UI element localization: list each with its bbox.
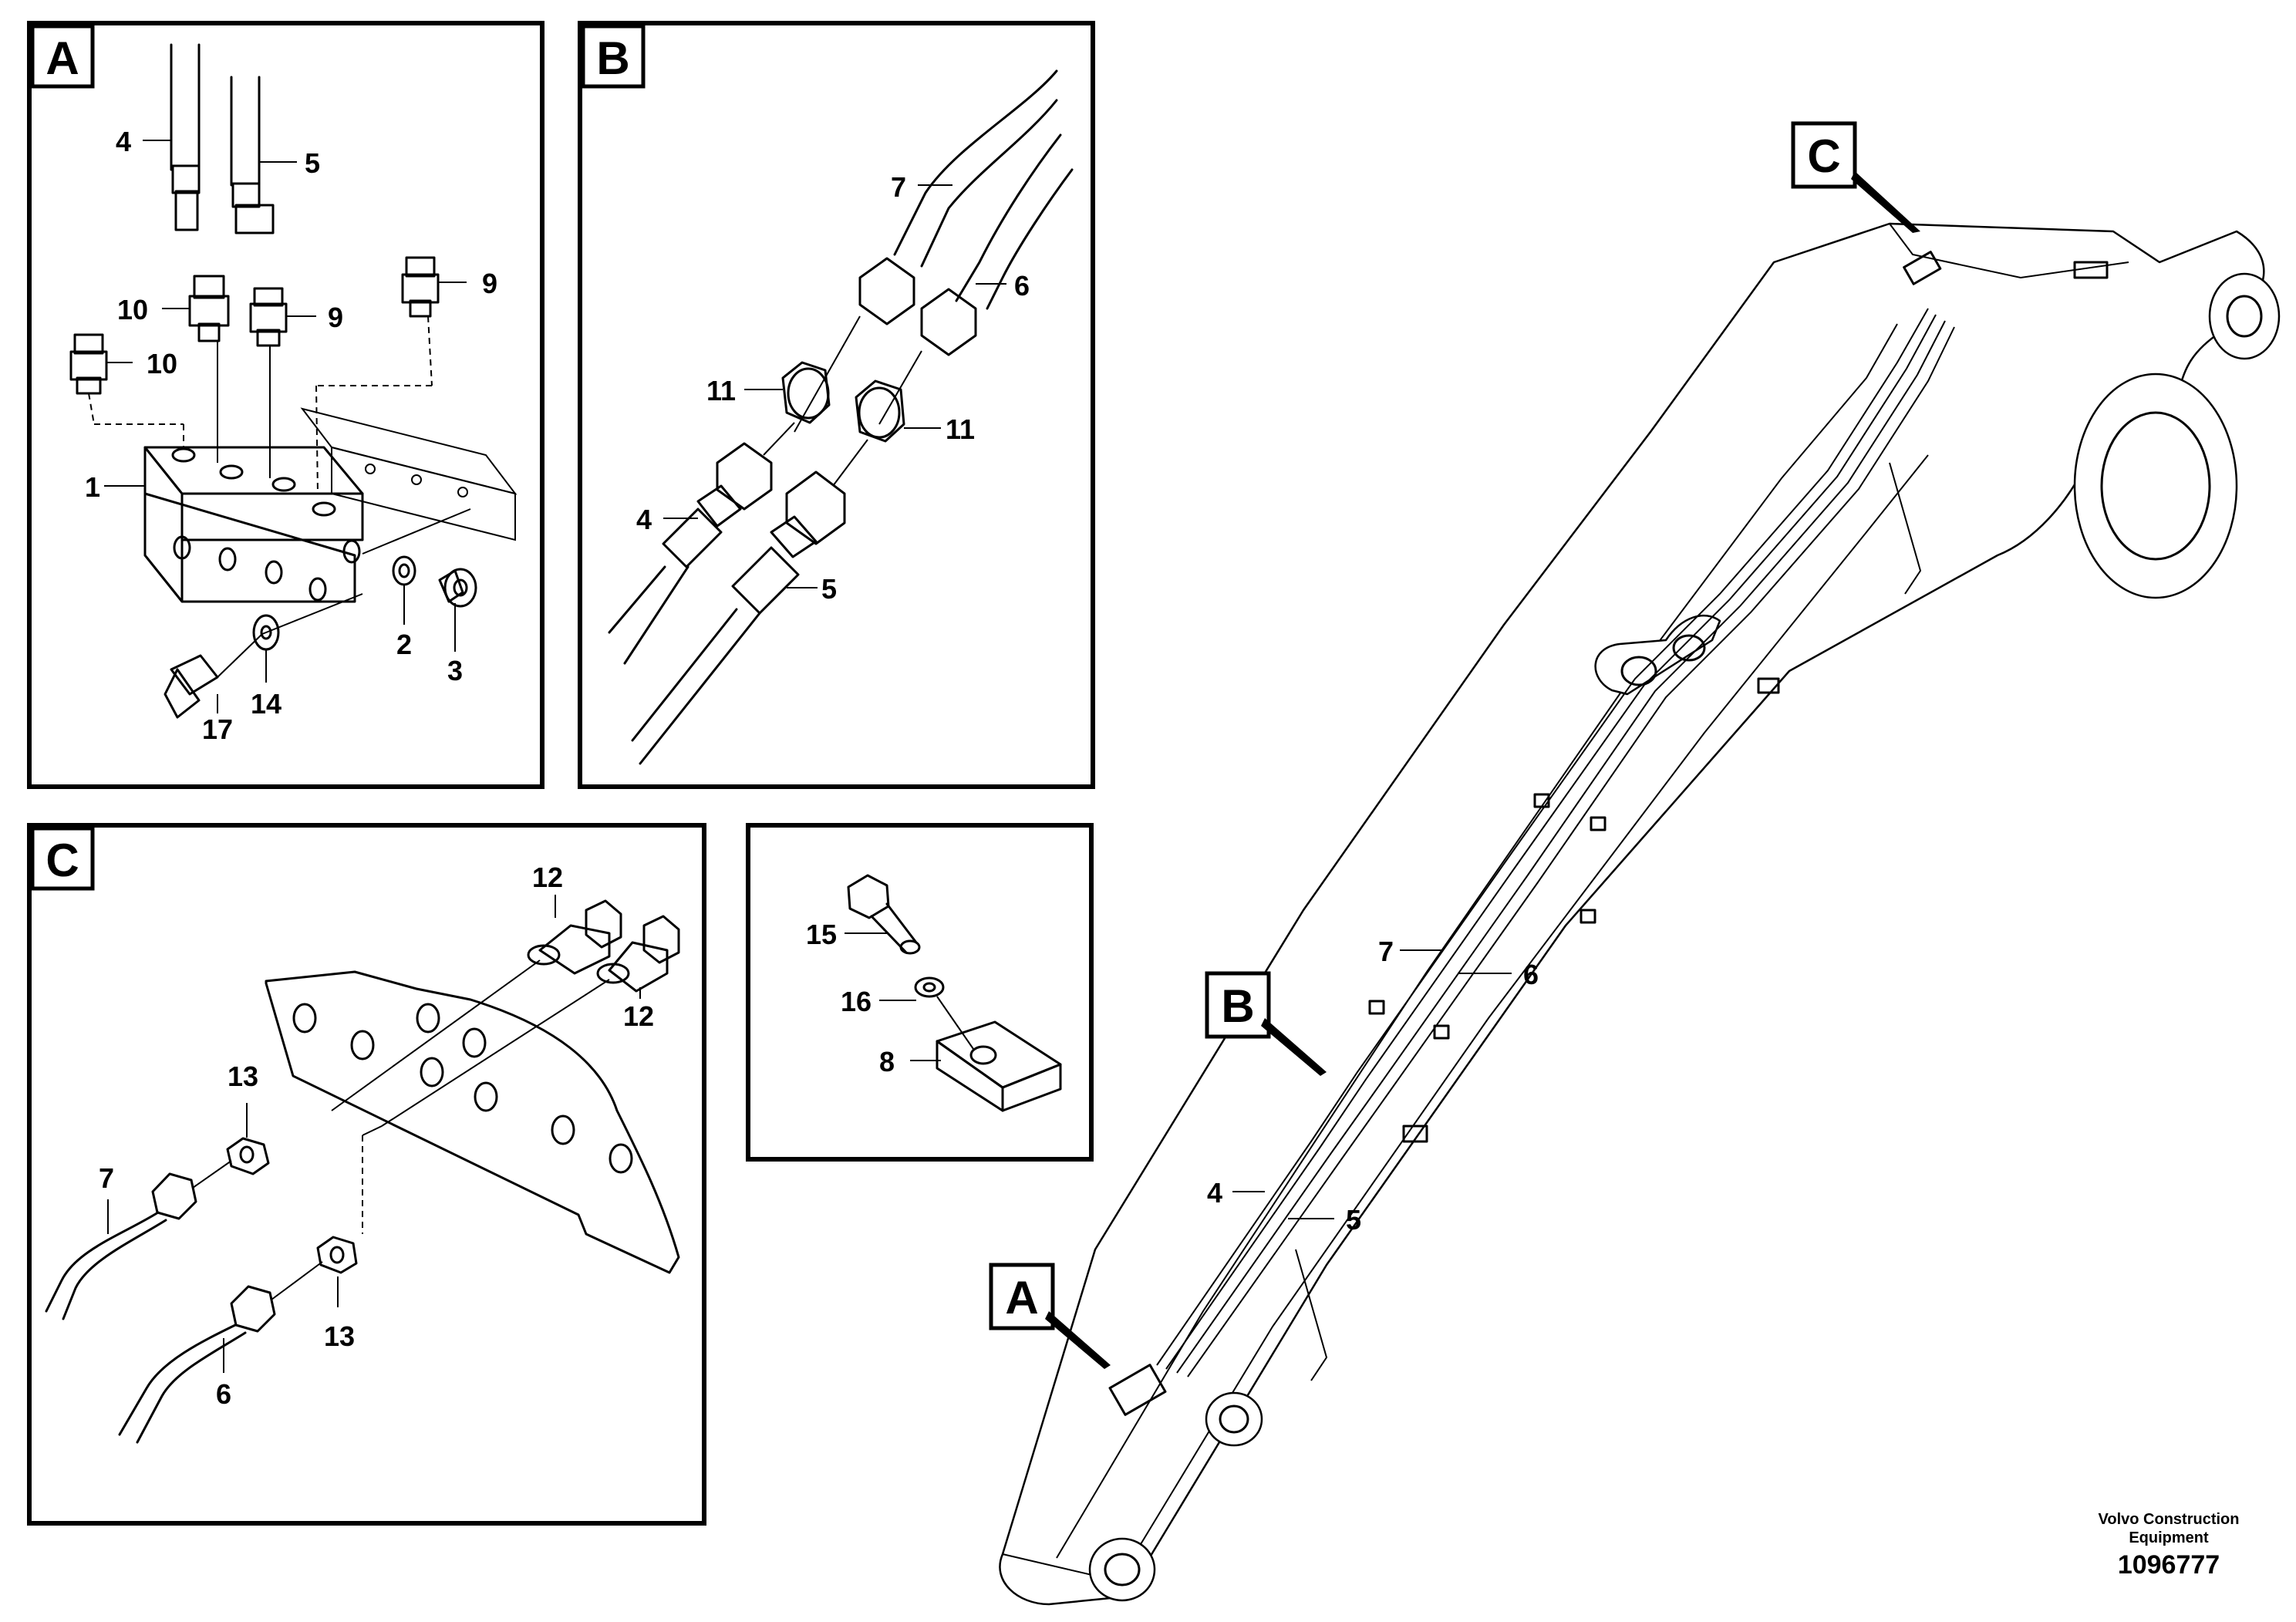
label-a-10-left: 10	[147, 348, 177, 379]
reference-number: 1096777	[2118, 1550, 2220, 1580]
label-clamp-16: 16	[841, 986, 872, 1017]
label-a-9-right: 9	[482, 268, 497, 299]
detail-panel-clamp: 15 16 8	[746, 823, 1094, 1162]
fitting-9-right	[315, 256, 440, 494]
fitting-11-right	[832, 379, 905, 487]
label-a-9-center: 9	[328, 302, 343, 333]
detail-panel-c: C	[27, 823, 706, 1526]
bolt-15	[847, 874, 921, 955]
callout-tag-c: C	[1807, 130, 1840, 182]
nut-13-upper	[226, 1137, 270, 1175]
callout-tag-a: A	[1005, 1272, 1038, 1324]
label-c-12-lower: 12	[623, 1000, 654, 1032]
label-main-7: 7	[1378, 936, 1394, 967]
fitting-9-center	[249, 287, 288, 478]
detail-tag-a: A	[46, 32, 79, 84]
company-name-line1: Volvo Construction	[2099, 1511, 2240, 1528]
leaders-a	[104, 140, 467, 713]
washer-16	[914, 976, 945, 998]
fitting-11-left	[763, 361, 831, 456]
label-b-7: 7	[891, 171, 906, 203]
label-b-6: 6	[1014, 270, 1030, 302]
label-c-7: 7	[99, 1162, 114, 1194]
ghost-bracket	[300, 407, 518, 555]
label-main-5: 5	[1346, 1204, 1361, 1236]
label-b-11-right: 11	[946, 413, 975, 445]
detail-tag-b: B	[596, 32, 629, 84]
callout-tag-b: B	[1221, 980, 1254, 1032]
label-main-6: 6	[1523, 959, 1539, 990]
hose-7-drawing	[794, 69, 1058, 433]
label-a-17: 17	[202, 713, 233, 745]
pipe-6-drawing	[118, 1261, 323, 1444]
mounting-plate	[265, 970, 680, 1274]
label-a-1: 1	[85, 471, 100, 503]
fitting-10-left	[69, 333, 184, 447]
clamp-8	[936, 1020, 1062, 1112]
fitting-12-upper	[331, 899, 622, 1111]
label-a-4: 4	[116, 126, 131, 157]
callout-a: A	[989, 1263, 1111, 1369]
label-a-14: 14	[251, 688, 282, 720]
label-c-12-upper: 12	[532, 862, 563, 893]
pipe-7-drawing	[45, 1160, 232, 1320]
callout-c: C	[1791, 121, 1920, 233]
manifold-block-1	[143, 446, 364, 603]
label-a-3: 3	[447, 655, 463, 686]
label-a-10-center: 10	[117, 294, 148, 325]
label-main-4: 4	[1207, 1177, 1222, 1209]
label-clamp-8: 8	[879, 1046, 895, 1077]
label-c-6: 6	[216, 1378, 231, 1410]
hose-5-end	[631, 470, 846, 765]
leaders-main	[1232, 949, 1512, 1219]
boom-hoses	[1108, 251, 1955, 1416]
label-b-5: 5	[821, 573, 837, 605]
fitting-10-center	[188, 275, 230, 463]
hose-4-end	[608, 442, 773, 665]
label-b-4: 4	[636, 504, 652, 535]
label-a-2: 2	[396, 629, 412, 660]
plug-3	[438, 568, 477, 608]
detail-panel-b: B	[578, 21, 1095, 789]
leaders-clamp	[845, 932, 941, 1061]
label-b-11-left: 11	[706, 375, 736, 406]
nut-13-lower	[316, 1236, 358, 1274]
label-clamp-15: 15	[806, 919, 837, 950]
hose-4-drawing	[170, 43, 201, 231]
detail-tag-c: C	[46, 835, 79, 886]
hose-5-drawing	[230, 76, 275, 234]
callout-b: B	[1205, 971, 1327, 1076]
label-c-13-lower: 13	[324, 1320, 355, 1352]
boom-assembly: C B A 7 6 4 5	[989, 121, 2281, 1606]
detail-panel-a: A	[27, 21, 544, 789]
fitting-12-lower	[381, 915, 680, 1127]
leaders-c	[107, 895, 641, 1373]
leaders-b	[663, 184, 1006, 588]
label-c-13-upper: 13	[228, 1061, 258, 1092]
company-name-line2: Equipment	[2129, 1529, 2209, 1546]
footer-credit: Volvo Construction Equipment 1096777	[2099, 1511, 2240, 1580]
hose-6-drawing	[878, 133, 1074, 425]
label-a-5: 5	[305, 147, 320, 179]
